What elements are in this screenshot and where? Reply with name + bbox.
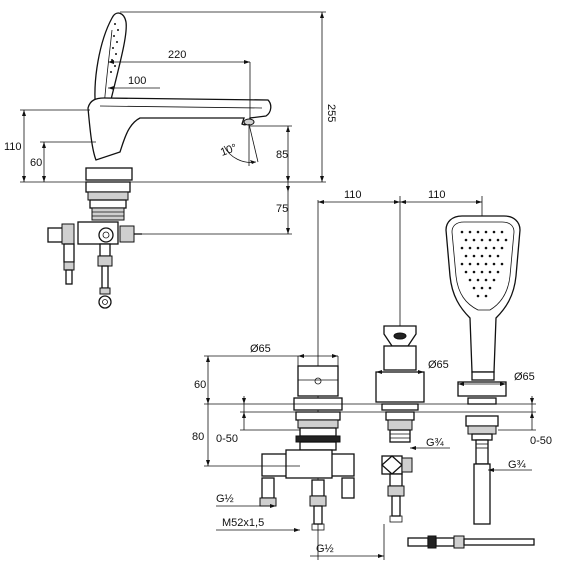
dim-total-height: 255: [325, 104, 337, 122]
top-dimension-labels: 220 100 255 110 60 85 10° 75: [4, 49, 337, 215]
dim-body-height: 110: [4, 141, 22, 153]
dim-dia-spout: Ø65: [428, 359, 449, 371]
dim-angle: 10°: [219, 142, 239, 159]
dim-spout-to-axis: 100: [128, 75, 146, 87]
dim-thread-shower: G¾: [508, 459, 527, 471]
bottom-dimension-labels: Ø65 Ø65 Ø65 60 80 0-50 0-50 G¾ G¾ G½ M52…: [192, 343, 552, 555]
dim-deck-range-right: 0-50: [530, 435, 552, 447]
dim-spacing-left: 110: [344, 189, 362, 201]
dim-lever-height: 60: [30, 157, 42, 169]
dim-outlet-height: 85: [276, 149, 288, 161]
bottom-dimension-lines: [204, 354, 536, 560]
dim-dia-mixer: Ø65: [250, 343, 271, 355]
dim-deck-range-left: 0-50: [216, 433, 238, 445]
hand-shower: [445, 215, 521, 525]
mixer-valve: [259, 365, 355, 531]
dim-thread-bottom: G½: [316, 543, 334, 555]
dim-thread-mount: M52x1,5: [222, 517, 264, 529]
hose-connector: [407, 535, 535, 549]
dim-spacing-right: 110: [428, 189, 446, 201]
dim-dia-shower: Ø65: [514, 371, 535, 383]
dim-under-deck: 75: [276, 203, 288, 215]
dim-mixer-height: 60: [194, 379, 206, 391]
top-dimension-lines: [20, 11, 326, 235]
dim-thread-spout: G¾: [426, 437, 445, 449]
dim-thread-inlet: G½: [216, 493, 234, 505]
dim-spout-reach: 220: [168, 49, 186, 61]
bath-spout: [375, 325, 425, 523]
dim-mount-height: 80: [192, 431, 204, 443]
spout-side-view: [47, 12, 272, 309]
